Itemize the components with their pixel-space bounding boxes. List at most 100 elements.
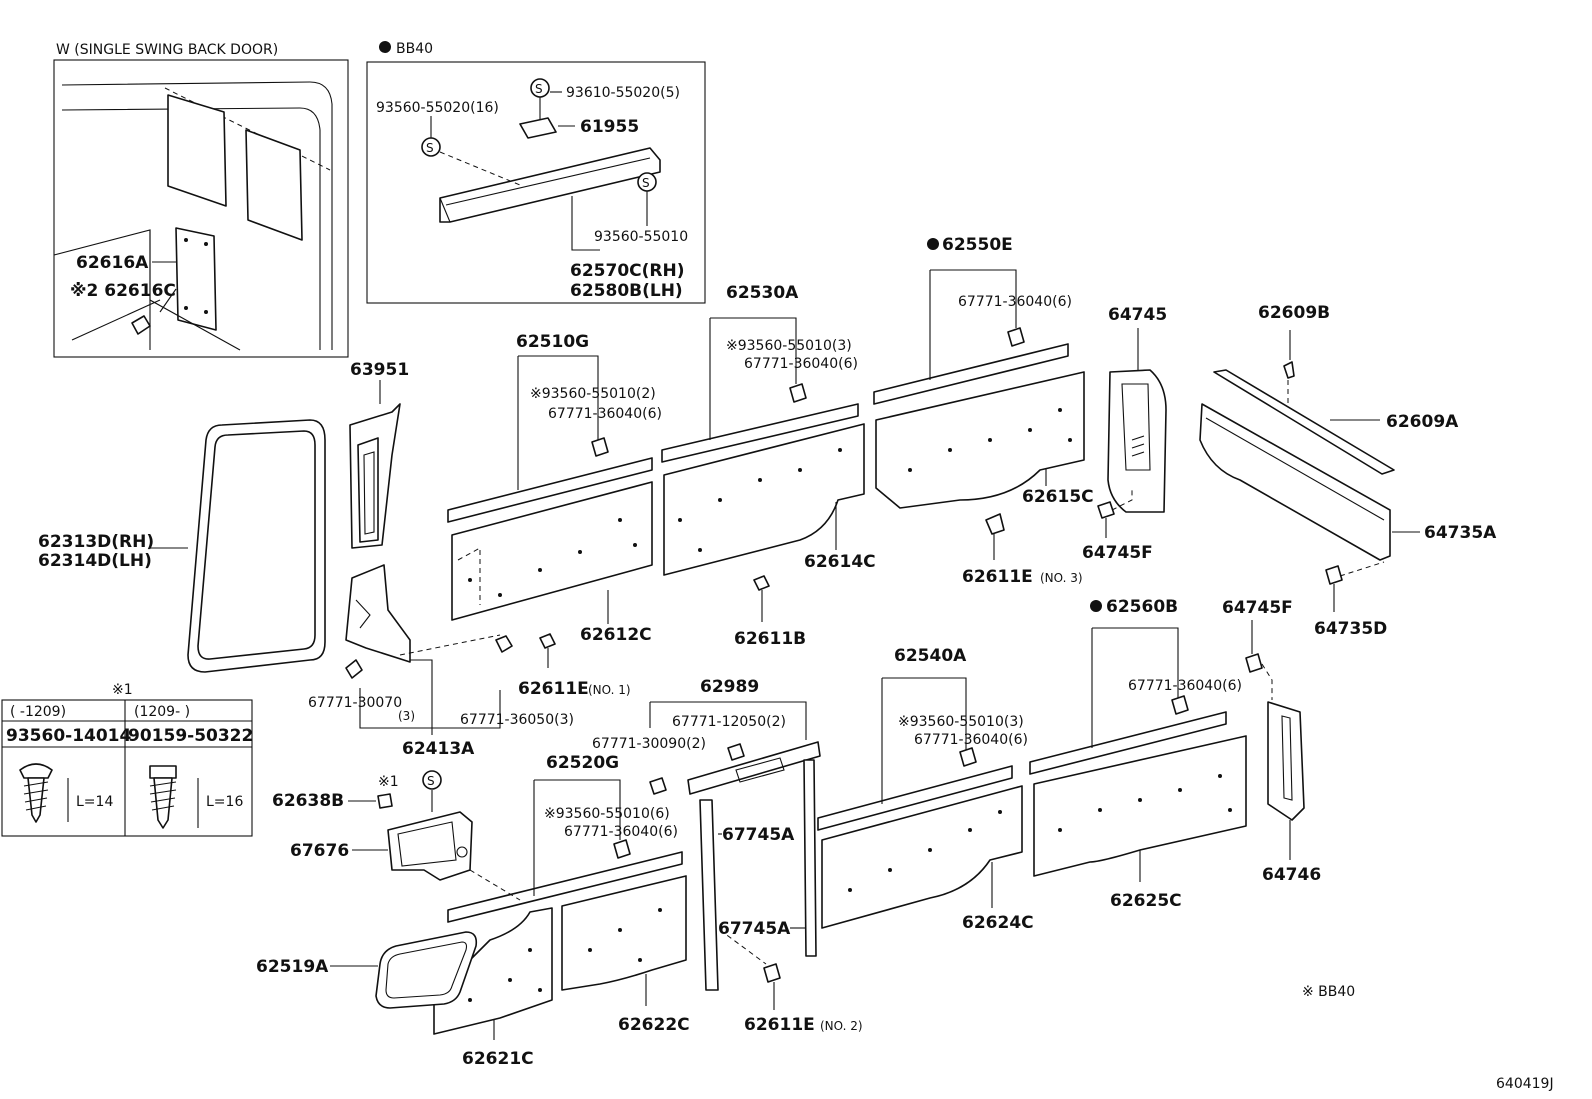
label-64746: 64746 xyxy=(1262,865,1321,885)
label-62611B: 62611B xyxy=(734,629,806,649)
part-64746: 64745F 64746 xyxy=(1222,598,1321,885)
s-marker-icon xyxy=(422,770,442,790)
part-64745: 64745 64745F xyxy=(1082,305,1167,563)
label-63951: 63951 xyxy=(350,360,409,380)
part-67676: ※1 S 62638B 67676 xyxy=(272,770,521,901)
part-62614C: 62614C 62530A ※93560-55010(3) 67771-3604… xyxy=(661,283,876,649)
label-62413A: 62413A xyxy=(402,739,475,759)
label-62560B-clip: 67771-36040(6) xyxy=(1128,678,1242,694)
inset-single-swing-back-door: W (SINGLE SWING BACK DOOR) 62616A ※2 626… xyxy=(53,42,349,358)
part-62609A: 62609B 62609A 64735A 64735D xyxy=(1199,303,1497,639)
svg-text:S: S xyxy=(426,141,434,155)
label-62611E-no2-note: (NO. 2) xyxy=(820,1019,863,1033)
label-62520G: 62520G xyxy=(546,753,619,773)
label-62540A-clip: 67771-36040(6) xyxy=(914,732,1028,748)
label-93560-55010: 93560-55010 xyxy=(594,229,688,245)
table-col1-header: ( -1209) xyxy=(10,704,66,720)
table-col2-part: 90159-50322 xyxy=(128,726,253,746)
label-62614C: 62614C xyxy=(804,552,876,572)
label-67676: 67676 xyxy=(290,841,349,861)
label-62520G-bolt: ※93560-55010(6) xyxy=(544,806,670,822)
footnote-bb40: ※ BB40 xyxy=(1302,984,1355,1000)
label-67745A-lower: 67745A xyxy=(718,919,791,939)
label-62611E-no3-note: (NO. 3) xyxy=(1040,571,1083,585)
part-62413A: 62413A 67771-30070 (3) 67771-36050(3) xyxy=(308,564,574,759)
screw-14-icon xyxy=(19,763,53,823)
label-64735D: 64735D xyxy=(1314,619,1387,639)
label-62560B: 62560B xyxy=(1106,597,1178,617)
label-62314D: 62314D(LH) xyxy=(38,551,152,571)
part-62624C: 62624C 62540A ※93560-55010(3) 67771-3604… xyxy=(817,646,1034,933)
label-62540A-bolt: ※93560-55010(3) xyxy=(898,714,1024,730)
label-62611E-no3: 62611E xyxy=(962,567,1033,587)
label-62611E-no1: 62611E xyxy=(518,679,589,699)
label-62615C: 62615C xyxy=(1022,487,1094,507)
part-62520G: 62622C 62621C 62519A 62520G ※93560-55010… xyxy=(256,753,690,1069)
label-62570C: 62570C(RH) xyxy=(570,261,684,281)
table-col2-header: (1209- ) xyxy=(134,704,190,720)
label-62616C: ※2 62616C xyxy=(70,281,176,301)
label-62519A: 62519A xyxy=(256,957,329,977)
table-note: ※1 xyxy=(112,682,133,698)
label-62550E-clip: 67771-36040(6) xyxy=(958,294,1072,310)
label-62625C: 62625C xyxy=(1110,891,1182,911)
part-62313D: 62313D(RH) 62314D(LH) xyxy=(38,419,326,673)
part-62625C: 62625C 62560B 67771-36040(6) xyxy=(1029,597,1247,911)
label-62510G-bolt: ※93560-55010(2) xyxy=(530,386,656,402)
svg-text:S: S xyxy=(427,774,435,788)
svg-text:S: S xyxy=(642,176,650,190)
label-62612C: 62612C xyxy=(580,625,652,645)
label-62609B: 62609B xyxy=(1258,303,1330,323)
fastener-spec-table: ※1 ( -1209) (1209- ) 93560-14014 90159-5… xyxy=(1,682,253,837)
part-62989: 62989 67771-12050(2) 67771-30090(2) 6774… xyxy=(592,677,863,1035)
inset-right-title: BB40 xyxy=(396,41,433,57)
label-67771-36050: 67771-36050(3) xyxy=(460,712,574,728)
label-62621C: 62621C xyxy=(462,1049,534,1069)
label-62638B-note: ※1 xyxy=(378,774,399,790)
table-col1-part: 93560-14014 xyxy=(6,726,132,746)
inset-left-title: W (SINGLE SWING BACK DOOR) xyxy=(56,42,278,58)
label-67771-30070-qty: (3) xyxy=(398,709,415,723)
label-62313D: 62313D(RH) xyxy=(38,532,154,552)
diagram-id: 640419J xyxy=(1496,1076,1554,1092)
label-61955: 61955 xyxy=(580,117,639,137)
label-62609A: 62609A xyxy=(1386,412,1459,432)
bb40-marker-icon xyxy=(379,41,391,53)
label-62520G-clip: 67771-36040(6) xyxy=(564,824,678,840)
label-62989-clip-a: 67771-12050(2) xyxy=(672,714,786,730)
label-62624C: 62624C xyxy=(962,913,1034,933)
label-67771-30070: 67771-30070 xyxy=(308,695,402,711)
label-62611E-no1-note: (NO. 1) xyxy=(588,683,631,697)
part-62612C: 62612C 62510G ※93560-55010(2) 67771-3604… xyxy=(447,332,662,699)
label-62580B: 62580B(LH) xyxy=(570,281,683,301)
label-93560-55020: 93560-55020(16) xyxy=(376,100,499,116)
table-col2-length: L=16 xyxy=(206,794,243,810)
label-62616A: 62616A xyxy=(76,253,149,273)
label-62989-clip-b: 67771-30090(2) xyxy=(592,736,706,752)
label-62622C: 62622C xyxy=(618,1015,690,1035)
label-62611E-no2: 62611E xyxy=(744,1015,815,1035)
bb40-marker-icon xyxy=(927,238,939,250)
label-62530A-bolt: ※93560-55010(3) xyxy=(726,338,852,354)
label-67745A-upper: 67745A xyxy=(722,825,795,845)
label-64745F-upper: 64745F xyxy=(1082,543,1153,563)
table-col1-length: L=14 xyxy=(76,794,113,810)
screw-16-icon xyxy=(149,765,177,829)
label-62638B: 62638B xyxy=(272,791,344,811)
label-62540A: 62540A xyxy=(894,646,967,666)
label-62510G-clip: 67771-36040(6) xyxy=(548,406,662,422)
bb40-marker-icon xyxy=(1090,600,1102,612)
part-63951: 63951 xyxy=(349,360,409,549)
label-64745: 64745 xyxy=(1108,305,1167,325)
label-93610-55020: 93610-55020(5) xyxy=(566,85,680,101)
svg-text:S: S xyxy=(535,82,543,96)
label-62530A: 62530A xyxy=(726,283,799,303)
label-62510G: 62510G xyxy=(516,332,589,352)
label-62989: 62989 xyxy=(700,677,759,697)
part-62615C: 62615C 62550E 67771-36040(6) 62611E (NO.… xyxy=(873,235,1094,587)
label-62530A-clip: 67771-36040(6) xyxy=(744,356,858,372)
label-64745F-lower: 64745F xyxy=(1222,598,1293,618)
inset-bb40: BB40 S S S 93560-55020(16) 93610-55020(5… xyxy=(366,41,706,304)
